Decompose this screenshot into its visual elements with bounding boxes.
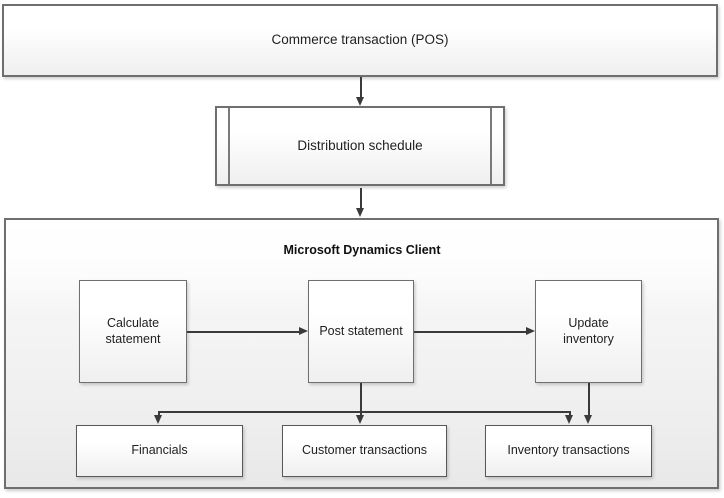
arrow-head-icon — [526, 327, 535, 335]
branch-stem-line — [360, 383, 362, 412]
post-statement-box: Post statement — [308, 280, 414, 383]
distribution-schedule-label: Distribution schedule — [297, 137, 423, 153]
update-inventory-box: Update inventory — [535, 280, 642, 383]
arrow-line — [588, 383, 590, 417]
financials-label: Financials — [131, 443, 188, 458]
arrow-head-icon — [356, 97, 364, 106]
financials-box: Financials — [76, 425, 243, 477]
calculate-statement-label: Calculate statement — [105, 315, 161, 346]
calculate-statement-box: Calculate statement — [79, 280, 187, 383]
arrow-head-icon — [356, 415, 364, 424]
arrow-line — [360, 188, 362, 210]
arrow-head-icon — [565, 415, 573, 424]
customer-transactions-box: Customer transactions — [282, 425, 447, 477]
predefined-process-bar-left — [228, 108, 230, 184]
dynamics-client-title: Microsoft Dynamics Client — [283, 243, 441, 257]
arrow-line — [360, 77, 362, 100]
arrow-head-icon — [299, 327, 308, 335]
post-statement-label: Post statement — [319, 323, 403, 338]
branch-center-drop-line — [360, 411, 362, 417]
inventory-transactions-label: Inventory transactions — [507, 443, 630, 458]
inventory-transactions-box: Inventory transactions — [485, 425, 652, 477]
commerce-transaction-label: Commerce transaction (POS) — [271, 32, 449, 48]
arrow-line — [414, 331, 527, 333]
distribution-schedule-box: Distribution schedule — [215, 106, 505, 186]
customer-transactions-label: Customer transactions — [301, 443, 428, 458]
branch-left-drop-line — [158, 411, 160, 417]
commerce-transaction-box: Commerce transaction (POS) — [2, 4, 718, 77]
arrow-head-icon — [356, 208, 364, 217]
arrow-head-icon — [154, 415, 162, 424]
branch-horizontal-line — [158, 411, 571, 413]
branch-right-drop-line — [569, 411, 571, 417]
arrow-line — [187, 331, 300, 333]
predefined-process-bar-right — [490, 108, 492, 184]
update-inventory-label: Update inventory — [563, 315, 614, 346]
arrow-head-icon — [584, 415, 592, 424]
